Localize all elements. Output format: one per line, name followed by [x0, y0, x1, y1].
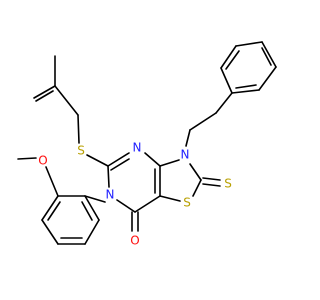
bond-vinyl-double-inner: [35, 90, 54, 102]
atom-o-carbonyl: O: [130, 234, 139, 248]
bond-ar-5: [84, 219, 100, 245]
bond-c7a-c7: [134, 195, 161, 213]
bond-ph-4: [261, 41, 277, 68]
bond-ph-6: [231, 89, 260, 94]
bond-thione-b: [202, 183, 221, 187]
molecule-structure: O S N N N S S O: [17, 41, 277, 248]
bond-ph-3: [235, 41, 263, 47]
bond-n3-ch2: [185, 129, 191, 147]
bond-ar-3: [41, 219, 59, 245]
bond-ar-o: [45, 166, 59, 197]
bond-c7-n6: [116, 199, 136, 213]
atom-labels: O S N N N S S O: [38, 141, 232, 248]
bond-c5-n4-inner: [110, 158, 130, 171]
bond-ph-inner-c: [235, 84, 257, 89]
bond-s-c5: [86, 154, 109, 167]
bond-c2-s1: [192, 179, 202, 197]
bond-n4-c3a: [144, 152, 161, 167]
bond-ph-inner-b: [261, 47, 272, 66]
bond-s1-c7a: [159, 195, 181, 202]
atom-s-thioether: S: [77, 144, 85, 158]
bond-n3-c2: [189, 163, 202, 181]
bonds: [17, 41, 277, 245]
bond-ar-2: [41, 195, 59, 221]
bond-thione-a: [202, 177, 221, 181]
bond-ch2-phenyl: [215, 92, 233, 114]
bond-vinyl-double: [33, 85, 56, 99]
atom-n-thiazole: N: [181, 148, 190, 162]
bond-ph-inner-a: [225, 50, 240, 70]
atom-s-thione: S: [224, 177, 232, 191]
bond-ph-1: [220, 67, 233, 94]
bond-n6-aryl: [84, 195, 106, 203]
bond-c3a-n3: [159, 159, 180, 167]
bond-ph-5: [258, 66, 277, 91]
bond-ph-2: [220, 45, 237, 69]
bond-ch2-ch2: [189, 112, 217, 131]
bond-ch2-s: [77, 114, 80, 144]
bond-o-ch3: [17, 157, 37, 160]
atom-n-pyrimidine: N: [133, 141, 142, 155]
bond-ar-6: [84, 195, 100, 221]
atom-o-methoxy: O: [38, 154, 47, 168]
bond-ar-inner-a: [47, 201, 61, 221]
atom-n-pyrimidinone: N: [106, 188, 115, 202]
bond-n6-c5: [107, 165, 110, 188]
bond-c5-n4-double: [107, 152, 130, 167]
bond-allyl: [54, 85, 79, 116]
atom-s-thiazole: S: [183, 196, 191, 210]
bond-ar-inner-c: [81, 201, 93, 221]
